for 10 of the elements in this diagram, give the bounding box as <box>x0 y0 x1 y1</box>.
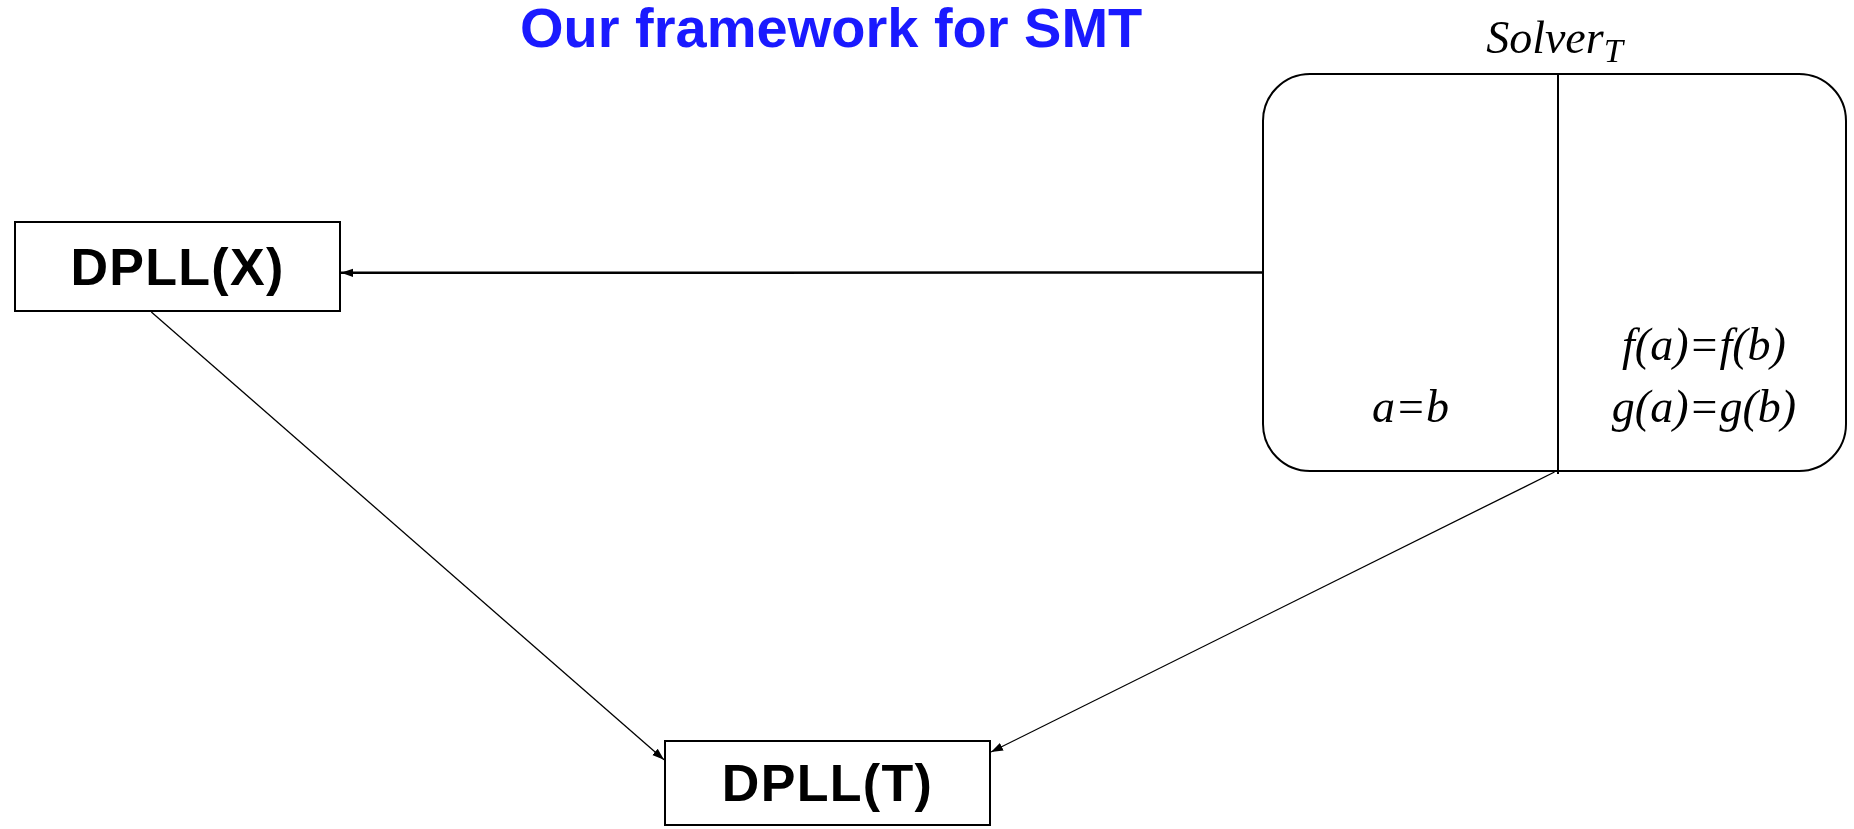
arrow <box>990 471 1556 753</box>
process-box: DPLL(X) <box>14 221 341 312</box>
arrow <box>341 268 1262 278</box>
math-expression: Solver$_{T}$ <box>1486 15 1623 61</box>
math-expression: f(a)=f(b) <box>1622 318 1786 372</box>
math-expression: g(a)=g(b) <box>1611 380 1797 434</box>
title: Our framework for SMT <box>520 0 1143 56</box>
process-box: DPLL(T) <box>664 740 991 826</box>
math-expression: a=b <box>1371 380 1449 434</box>
arrow <box>150 311 665 761</box>
